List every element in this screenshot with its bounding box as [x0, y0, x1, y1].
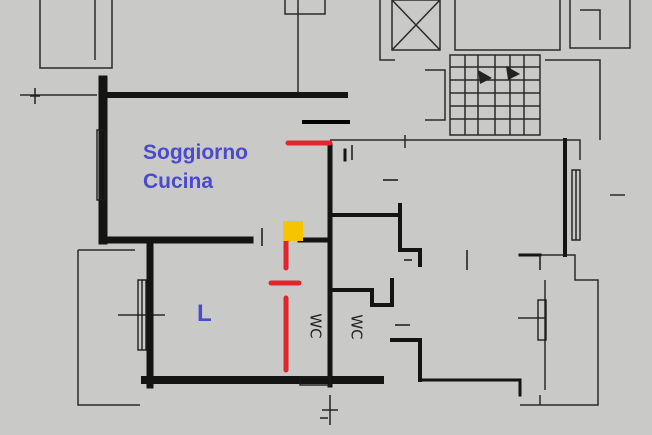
- red-annotations: [268, 140, 333, 373]
- room-label-cucina: Cucina: [143, 170, 214, 193]
- outline-lines: [20, 94, 625, 406]
- yellow-marker: [283, 221, 303, 241]
- staircase: [425, 54, 601, 140]
- room-label-l: L: [197, 300, 212, 327]
- windows: [96, 129, 581, 386]
- wc-label-right: WC: [347, 314, 366, 340]
- stair-arrow-icon: [478, 70, 492, 84]
- room-label-soggiorno: Soggiorno: [143, 141, 248, 164]
- wc-label-left: WC: [306, 313, 325, 339]
- interior-marks: [261, 145, 541, 326]
- stair-arrow-icon: [506, 66, 520, 80]
- neighbour-top: [39, 0, 631, 95]
- section-marker-icon: [30, 88, 338, 425]
- walls: [98, 75, 567, 397]
